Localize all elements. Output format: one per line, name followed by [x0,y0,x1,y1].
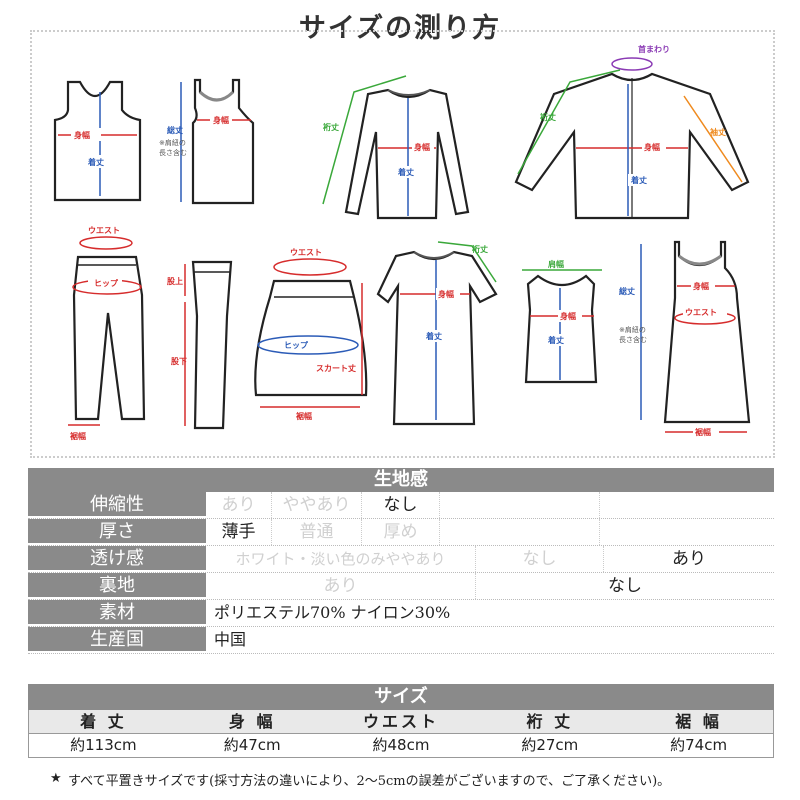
kitake-label-2: 着丈 [397,167,414,177]
kitake-label-3: 着丈 [630,175,647,185]
susohaba-label: 裾幅 [70,431,86,441]
camisole-figure: 身幅 総丈 ※肩紐の 長さ含む [159,78,265,212]
fabric-option: なし [476,546,604,572]
kitake-label-5: 着丈 [547,335,564,345]
fabric-option: あり [206,492,272,518]
waist-label: ウエスト [88,226,120,235]
fabric-row-label: 生産国 [28,627,206,653]
fabric-table-header: 生地感 [28,468,774,492]
fabric-option: ホワイト・淡い色のみややあり [206,546,476,572]
mihaba-label-4: 身幅 [644,142,660,152]
size-value: 約48cm [372,736,430,754]
yukitake-label-3: 裄丈 [471,244,488,254]
fabric-row-lining: 裏地 あり なし [28,573,774,600]
fabric-option: 厚め [362,519,440,545]
fabric-option: 普通 [272,519,362,545]
skirt-take-label: スカート丈 [316,363,356,373]
page-title: サイズの測り方 [298,13,502,44]
mihaba-label-2: 身幅 [213,115,229,125]
size-value: 約47cm [223,736,281,754]
susohaba-label-2: 裾幅 [296,411,312,421]
fabric-option-empty [440,492,600,518]
fabric-option: あり [206,573,476,599]
size-table: サイズ 着 丈 身 幅 ウエスト 裄 丈 裾 幅 約113cm 約47cm 約4… [28,684,774,758]
tank-top-figure: 身幅 着丈 [40,80,150,209]
fabric-row-label: 透け感 [28,546,206,572]
origin-value: 中国 [214,630,247,649]
fabric-row-origin: 生産国 中国 [28,627,774,654]
fabric-option: ややあり [272,492,362,518]
fabric-row-label: 伸縮性 [28,492,206,518]
matashita-label: 股下 [171,356,187,366]
sodetake-label: 袖丈 [709,127,726,137]
fabric-row-label: 厚さ [28,519,206,545]
matagami-label: 股上 [167,276,183,286]
mihaba-label-5: 身幅 [438,289,454,299]
size-column-header: 着 丈 [80,712,127,731]
mihaba-label-3: 身幅 [414,142,430,152]
camisole-dress-figure: 身幅 ウエスト 裾幅 総丈 ※肩紐の 長さ含む [615,238,755,442]
fabric-option-selected: 薄手 [206,519,272,545]
soutake-label: 総丈 [167,125,183,135]
size-column-header: ウエスト [362,712,439,731]
yukitake-label-2: 裄丈 [539,112,556,122]
jacket-figure: 首まわり 身幅 着丈 裄丈 袖丈 [510,42,765,231]
size-table-values: 約113cm 約47cm 約48cm 約27cm 約74cm [28,734,774,758]
size-value: 約113cm [70,736,137,754]
fabric-row-stretch: 伸縮性 あり ややあり なし [28,492,774,519]
fabric-option-selected: あり [672,549,706,569]
hip-label-2: ヒップ [284,340,309,350]
pants-figure: ウエスト ヒップ 裾幅 [58,225,168,449]
size-table-header: サイズ [28,684,774,710]
fabric-option-empty [600,492,774,518]
waist-label-2: ウエスト [290,248,322,257]
susohaba-label-3: 裾幅 [695,427,711,437]
long-sleeve-top-figure: 身幅 着丈 裄丈 [318,72,478,226]
fabric-row-thickness: 厚さ 薄手 普通 厚め [28,519,774,546]
fabric-option-selected: なし [608,576,642,596]
hip-label: ヒップ [94,278,119,288]
mihaba-label: 身幅 [74,130,90,140]
strap-note-line2: 長さ含む [159,148,187,157]
pants-side-figure: 股上 股下 [165,258,245,437]
fabric-row-label: 裏地 [28,573,206,599]
material-value: ポリエステル70% ナイロン30% [214,603,451,622]
size-table-columns: 着 丈 身 幅 ウエスト 裄 丈 裾 幅 [28,710,774,734]
strap-note-line1: ※肩紐の [159,138,186,147]
strap-note2-line2: 長さ含む [619,335,647,344]
size-column-header: 裄 丈 [526,712,574,731]
size-column-header: 身 幅 [228,712,276,731]
fabric-row-label: 素材 [28,600,206,626]
skirt-figure: ウエスト ヒップ スカート丈 裾幅 [250,245,385,429]
fabric-option-empty [440,519,600,545]
yukitake-label: 裄丈 [322,122,339,132]
footer-note: すべて平置きサイズです(採寸方法の違いにより、2～5cmの誤差がございますので、… [68,774,671,789]
strap-note2-line1: ※肩紐の [619,325,646,334]
mihaba-label-6: 身幅 [560,311,576,321]
kubimawari-label: 首まわり [638,44,670,54]
soutake-label-2: 総丈 [619,286,635,296]
size-value: 約74cm [670,736,728,754]
size-column-header: 裾 幅 [675,712,722,731]
katahaba-label: 肩幅 [548,259,564,269]
fabric-row-sheerness: 透け感 ホワイト・淡い色のみややあり なし あり [28,546,774,573]
mihaba-label-7: 身幅 [693,281,709,291]
star-mark: ★ [50,771,62,786]
waist-label-3: ウエスト [685,308,717,317]
kitake-label: 着丈 [87,157,104,167]
measurement-diagram-area [30,30,775,458]
kitake-label-4: 着丈 [425,331,442,341]
sleeveless-top-figure: 肩幅 身幅 着丈 [512,258,612,392]
size-value: 約27cm [521,736,579,754]
dress-figure: 身幅 着丈 裄丈 [376,238,508,432]
fabric-option-selected: なし [362,492,440,518]
fabric-table: 生地感 伸縮性 あり ややあり なし 厚さ 薄手 普通 厚め 透け感 ホワイト・… [28,468,774,654]
fabric-option-empty [600,519,774,545]
fabric-row-material: 素材 ポリエステル70% ナイロン30% [28,600,774,627]
